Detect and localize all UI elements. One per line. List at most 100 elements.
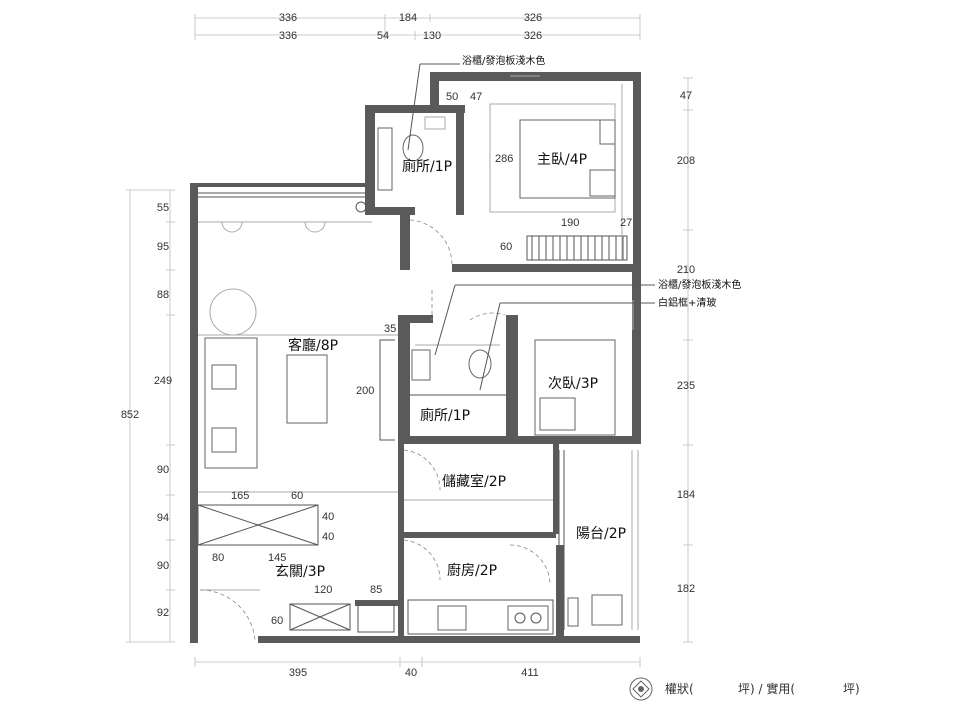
dim-left-90b: 90 xyxy=(157,560,169,572)
right-dimensions: 47 208 210 235 184 182 xyxy=(677,77,695,643)
toilet-2-icon xyxy=(468,349,492,379)
wardrobe-hatch xyxy=(526,235,628,261)
dim-145: 145 xyxy=(268,552,286,564)
dim-left-88: 88 xyxy=(157,289,169,301)
dim-left-94: 94 xyxy=(157,512,169,524)
dim-200: 200 xyxy=(356,385,374,397)
dim-left-total-852: 852 xyxy=(121,409,139,421)
dim-right-184: 184 xyxy=(677,489,695,501)
dim-60a: 60 xyxy=(500,241,512,253)
wall-bottom xyxy=(258,636,640,643)
dim-right-47: 47 xyxy=(680,90,692,102)
wall-bedroom2-bottom xyxy=(506,436,640,444)
top-dimensions: 336 184 326 336 54 130 326 xyxy=(194,12,641,42)
room-master-bedroom: 主臥/4P xyxy=(537,152,587,168)
dim-left-95: 95 xyxy=(157,241,169,253)
note-master-vanity: 浴櫃/發泡板淺木色 xyxy=(462,54,545,67)
dim-27: 27 xyxy=(620,217,632,229)
kitchen-counter xyxy=(407,599,554,635)
walls xyxy=(190,72,641,643)
wall-storage-left xyxy=(398,444,404,639)
room-second-bedroom: 次臥/3P xyxy=(548,376,598,392)
dim-left-55: 55 xyxy=(157,202,169,214)
callouts: 浴櫃/發泡板淺木色 浴櫃/發泡板淺木色 白鋁框+清玻 xyxy=(407,54,741,391)
drain-icon xyxy=(355,201,367,213)
dim-top2-54: 54 xyxy=(377,30,389,42)
wall-corridor-left xyxy=(400,207,410,270)
dim-top2-326: 326 xyxy=(524,30,542,42)
vanity-2 xyxy=(411,349,431,381)
logo-icon xyxy=(629,677,653,701)
room-labels: 主臥/4P 廁所/1P 客廳/8P 次臥/3P 廁所/1P 儲藏室/2P 陽台/… xyxy=(275,152,626,580)
dim-right-208: 208 xyxy=(677,155,695,167)
room-entrance: 玄關/3P xyxy=(275,563,325,580)
cabinet-hatch xyxy=(197,504,319,546)
dim-right-210: 210 xyxy=(677,264,695,276)
wall-entrance-shelf xyxy=(355,600,400,606)
room-storage: 儲藏室/2P xyxy=(442,473,506,490)
room-living-room: 客廳/8P xyxy=(288,337,338,354)
dim-left-249: 249 xyxy=(154,375,172,387)
wall-master-left-top xyxy=(430,72,439,112)
wall-living-top xyxy=(190,183,372,187)
wall-master-bottom xyxy=(452,264,640,272)
area-label: 權狀( xyxy=(665,682,694,696)
dim-right-235: 235 xyxy=(677,380,695,392)
note-second-vanity: 浴櫃/發泡板淺木色 xyxy=(658,278,741,291)
bottom-dimensions: 395 40 411 xyxy=(194,657,641,679)
dim-top2-336: 336 xyxy=(279,30,297,42)
dim-286: 286 xyxy=(495,153,513,165)
sink-icon xyxy=(437,605,467,631)
wall-toilet2-left xyxy=(398,315,410,443)
dim-left-90: 90 xyxy=(157,464,169,476)
dim-80: 80 xyxy=(212,552,224,564)
dim-60b: 60 xyxy=(291,490,303,502)
wall-toilet1-left xyxy=(365,105,375,215)
room-balcony: 陽台/2P xyxy=(576,526,626,542)
wall-toilet2-bottom xyxy=(398,436,508,444)
dim-120: 120 xyxy=(314,584,332,596)
dim-60c: 60 xyxy=(271,615,283,627)
wall-kitchen-right xyxy=(556,545,564,639)
dim-85: 85 xyxy=(370,584,382,596)
room-second-toilet: 廁所/1P xyxy=(420,407,470,424)
coffee-table xyxy=(286,354,328,424)
wall-left xyxy=(190,183,198,643)
inner-dimensions: 50 47 286 190 27 60 35 200 165 60 40 40 … xyxy=(212,91,632,627)
master-bedroom-furniture xyxy=(409,84,628,265)
dim-bottom-395: 395 xyxy=(289,667,307,679)
dim-40b: 40 xyxy=(322,531,334,543)
dim-47: 47 xyxy=(470,91,482,103)
dim-165: 165 xyxy=(231,490,249,502)
wall-storage-right xyxy=(553,444,559,534)
area-unit-2: 坪) xyxy=(843,682,860,696)
dim-top2-130: 130 xyxy=(423,30,441,42)
dim-35: 35 xyxy=(384,323,396,335)
area-unit-1: 坪) / 實用( xyxy=(738,681,795,696)
note-glass-door: 白鋁框+清玻 xyxy=(658,296,716,309)
wall-toilet1-bottom xyxy=(365,207,415,215)
dim-top-326: 326 xyxy=(524,12,542,24)
entrance-furniture xyxy=(197,504,395,641)
shoe-cabinet xyxy=(289,603,351,631)
master-toilet-fixtures xyxy=(355,116,446,213)
dim-190: 190 xyxy=(561,217,579,229)
wall-toilet1-right xyxy=(456,105,464,215)
dim-bottom-40: 40 xyxy=(405,667,417,679)
room-kitchen: 廚房/2P xyxy=(447,562,497,579)
wall-bedroom2-right xyxy=(632,272,641,444)
second-rooms-fixtures xyxy=(410,290,616,436)
wall-storage-bottom xyxy=(404,532,556,538)
footer: 權狀( 坪) / 實用( 坪) xyxy=(629,677,860,701)
thin-lines xyxy=(200,75,639,630)
room-master-toilet: 廁所/1P xyxy=(402,158,452,175)
dim-50: 50 xyxy=(446,91,458,103)
wall-toilet1-top xyxy=(365,105,465,113)
dim-right-182: 182 xyxy=(677,583,695,595)
toilet-1-icon xyxy=(402,134,424,162)
washer-icon xyxy=(591,594,623,626)
wall-master-right xyxy=(633,72,641,272)
vanity-1 xyxy=(377,127,393,191)
wall-toilet2-top xyxy=(398,315,433,323)
